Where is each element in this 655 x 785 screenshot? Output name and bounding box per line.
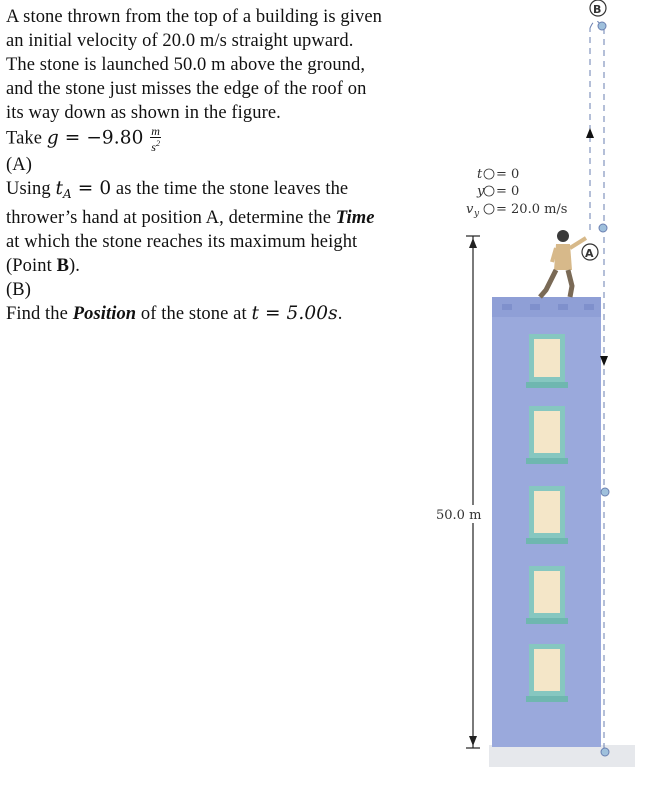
intro-paragraph: A stone thrown from the top of a buildin… (6, 7, 382, 123)
down-arrow (600, 356, 608, 366)
position-emphasis: Position (72, 304, 137, 324)
point-b-bold: B (56, 256, 70, 276)
point-b-marker: B (589, 0, 607, 17)
window (526, 334, 568, 388)
g-unit-num: m (150, 124, 162, 138)
v-eq: = 20.0 m/s (496, 202, 567, 217)
window (526, 486, 568, 544)
time-emphasis: Time (335, 208, 375, 228)
g-value: = −9.80 (58, 127, 144, 149)
svg-text:B: B (593, 3, 601, 16)
building-windows (526, 334, 568, 702)
t-subscript: A (62, 187, 72, 201)
part-a-label: (A) (6, 155, 32, 175)
window (526, 644, 568, 702)
window (526, 566, 568, 624)
building (492, 297, 601, 747)
problem-text: A stone thrown from the top of a buildin… (6, 5, 386, 326)
point-a-marker: A (581, 243, 599, 261)
parapet-notches (502, 304, 594, 310)
window (526, 406, 568, 464)
height-dimension (433, 235, 489, 749)
t-eq: = 0 (496, 167, 519, 182)
v-var: v (466, 202, 474, 217)
t-symbol: t (55, 178, 63, 199)
t-var: t (477, 167, 483, 182)
g-unit-den: s (151, 140, 156, 154)
part-b-question: Find the Position of the stone at t = 5.… (6, 303, 343, 324)
thrower-figure (538, 230, 588, 299)
up-arrow (586, 128, 594, 138)
part-a-question: Using tA = 0 as the time the stone leave… (6, 178, 375, 276)
stone-path (589, 20, 605, 755)
height-label: 50.0 m (436, 508, 481, 523)
y-eq: = 0 (496, 184, 519, 199)
g-symbol: g (46, 127, 59, 149)
g-unit-exp: 2 (155, 139, 161, 148)
ground (489, 745, 635, 767)
take-label: Take (6, 128, 47, 149)
svg-text:A: A (585, 247, 594, 260)
stone-positions (597, 21, 610, 757)
building-parapet (492, 297, 601, 317)
part-b-label: (B) (6, 280, 31, 300)
y-var: y (476, 184, 485, 199)
initial-conditions: t = 0 y = 0 v y = 20.0 m/s (466, 167, 567, 219)
time-value: t = 5.00s (251, 303, 338, 324)
v-sub: y (473, 209, 480, 219)
